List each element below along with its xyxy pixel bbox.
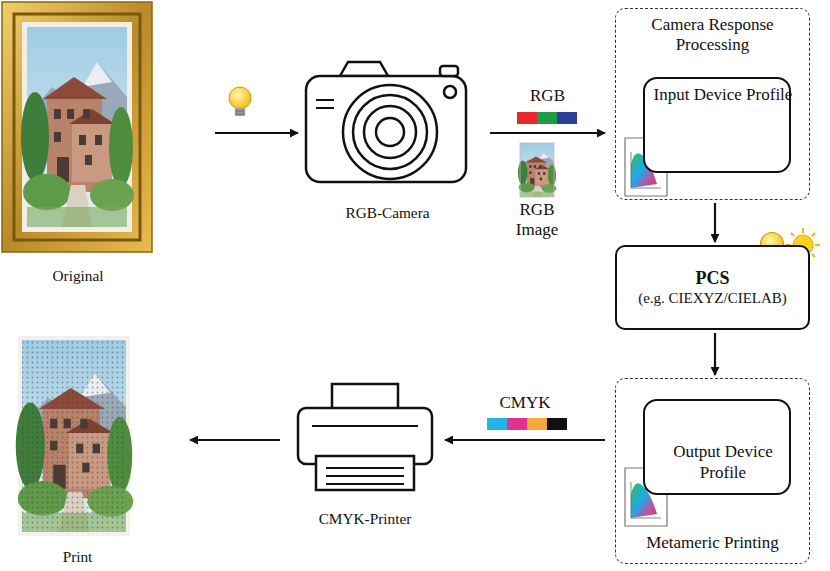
profile-box: Output Device Profile bbox=[643, 399, 791, 495]
node-label: Input Device Profile bbox=[651, 85, 795, 105]
node-label: Camera Response Processing bbox=[622, 15, 803, 56]
camera-icon: RGB-Camera bbox=[300, 55, 475, 222]
node-label: Original bbox=[0, 267, 156, 285]
flow-arrow bbox=[215, 132, 298, 134]
node-label: RGB-Camera bbox=[300, 204, 475, 222]
node-label: Print bbox=[10, 548, 145, 566]
flow-arrow bbox=[714, 203, 716, 242]
node-label: PCS bbox=[695, 268, 729, 290]
painting-original: Original bbox=[0, 0, 156, 285]
flow-arrow bbox=[714, 333, 716, 375]
flow-arrow bbox=[190, 439, 280, 441]
node-label: Metameric Printing bbox=[622, 533, 803, 553]
flow-arrow bbox=[445, 439, 605, 441]
edge-label: CMYK bbox=[496, 393, 553, 413]
profile-box: Input Device Profile bbox=[643, 77, 791, 173]
flow-arrow bbox=[490, 132, 605, 134]
process-box: PCS(e.g. CIEXYZ/CIELAB) bbox=[615, 245, 810, 330]
node-label: Output Device Profile bbox=[651, 442, 795, 483]
edge-label: RGB bbox=[527, 86, 568, 106]
node-label: CMYK-Printer bbox=[290, 510, 440, 528]
image-label: RGB Image bbox=[506, 200, 568, 241]
processing-group: Camera Response ProcessingInput Device P… bbox=[615, 8, 810, 200]
printer-icon: CMYK-Printer bbox=[290, 372, 440, 528]
print-output: Print bbox=[10, 330, 145, 566]
printing-group: Metameric Printing Output Device Profile bbox=[615, 378, 810, 564]
node-sublabel: (e.g. CIEXYZ/CIELAB) bbox=[638, 289, 787, 307]
